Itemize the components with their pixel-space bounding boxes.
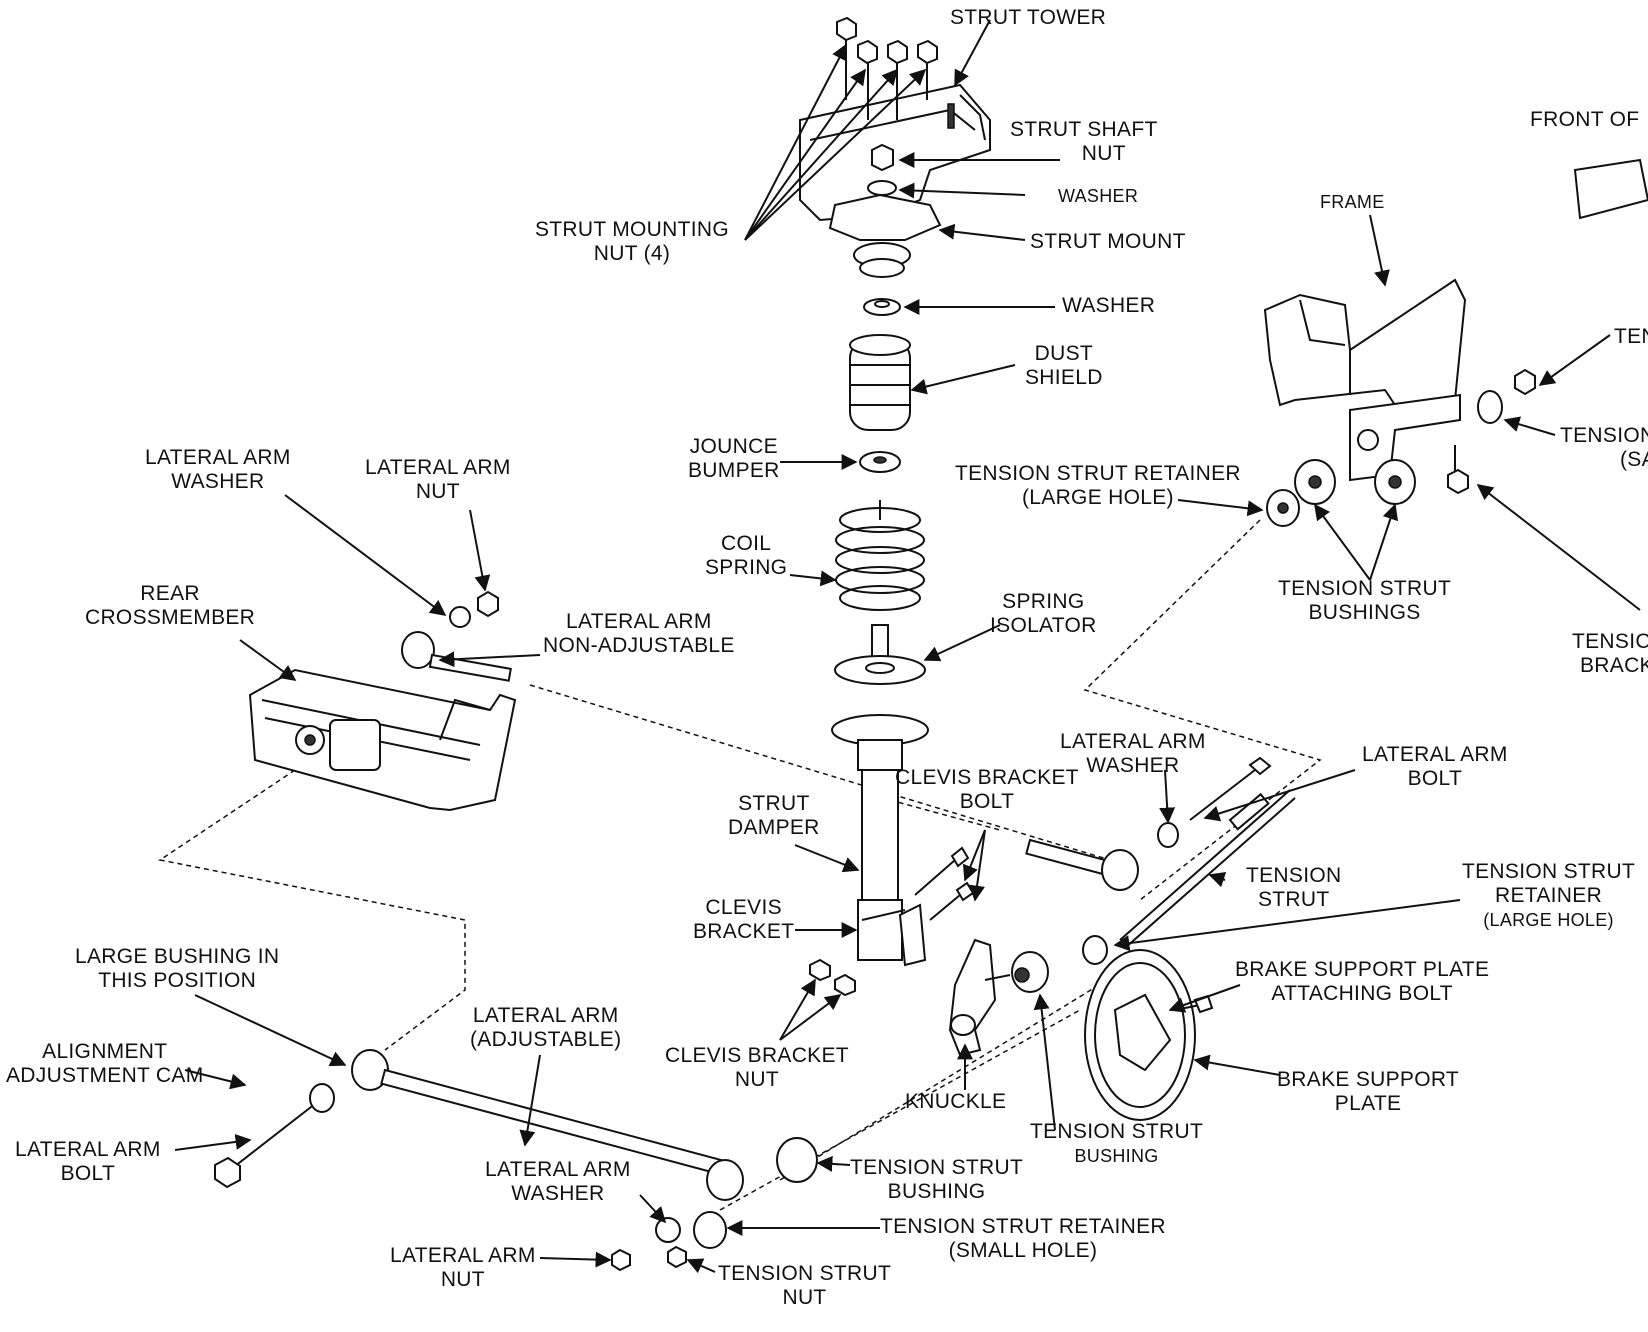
spring-isolator [834, 624, 926, 685]
lateral-arm-non-adjustable [401, 590, 512, 682]
label-tension-strut-retainer-small: TENSION STRUT RETAINER(SMALL HOLE) [880, 1215, 1166, 1262]
rear-crossmember [248, 668, 517, 812]
dust-shield [849, 334, 911, 431]
lateral-arm-right [1025, 756, 1272, 891]
label-washer-mid: WASHER [1062, 294, 1156, 317]
tension-strut-bushing-right [1011, 935, 1108, 993]
lateral-arm-bolt-left [214, 1083, 335, 1189]
lateral-arm-adjustable [351, 1049, 744, 1201]
alignment-lines [158, 519, 1322, 1211]
leader-lines [174, 19, 1641, 1274]
label-ten-cut: TEN [1614, 325, 1648, 348]
knuckle [948, 938, 1011, 1057]
label-knuckle: KNUCKLE [905, 1090, 1007, 1113]
jounce-bumper [859, 451, 901, 473]
label-front-of: FRONT OF [1530, 108, 1640, 131]
frame [1263, 278, 1467, 482]
label-strut-tower: STRUT TOWER [950, 6, 1107, 29]
label-strut-mount: STRUT MOUNT [1030, 230, 1186, 253]
label-frame: FRAME [1320, 192, 1385, 212]
label-tension-cut: TENSION(SA [1560, 424, 1648, 471]
washer-mid [863, 298, 901, 316]
front-arrow [1573, 158, 1648, 220]
brake-support-plate [1084, 949, 1214, 1121]
tension-strut-bushings-top [1266, 368, 1536, 527]
strut-mount [828, 193, 942, 278]
strut-damper [831, 714, 929, 961]
strut-mounting-nuts [836, 16, 938, 120]
label-tension-strut-retainer-large: TENSION STRUT RETAINER(LARGE HOLE) [955, 462, 1241, 509]
strut-shaft-nut [867, 143, 897, 196]
strut-tower [799, 83, 991, 222]
clevis-bracket-bolts [914, 846, 975, 921]
label-lateral-arm-adjustable: LATERAL ARM(ADJUSTABLE) [470, 1004, 622, 1051]
clevis-bracket [809, 903, 927, 997]
tension-strut-bushing-bottom [611, 1137, 818, 1272]
label-washer-top: WASHER [1058, 186, 1139, 206]
